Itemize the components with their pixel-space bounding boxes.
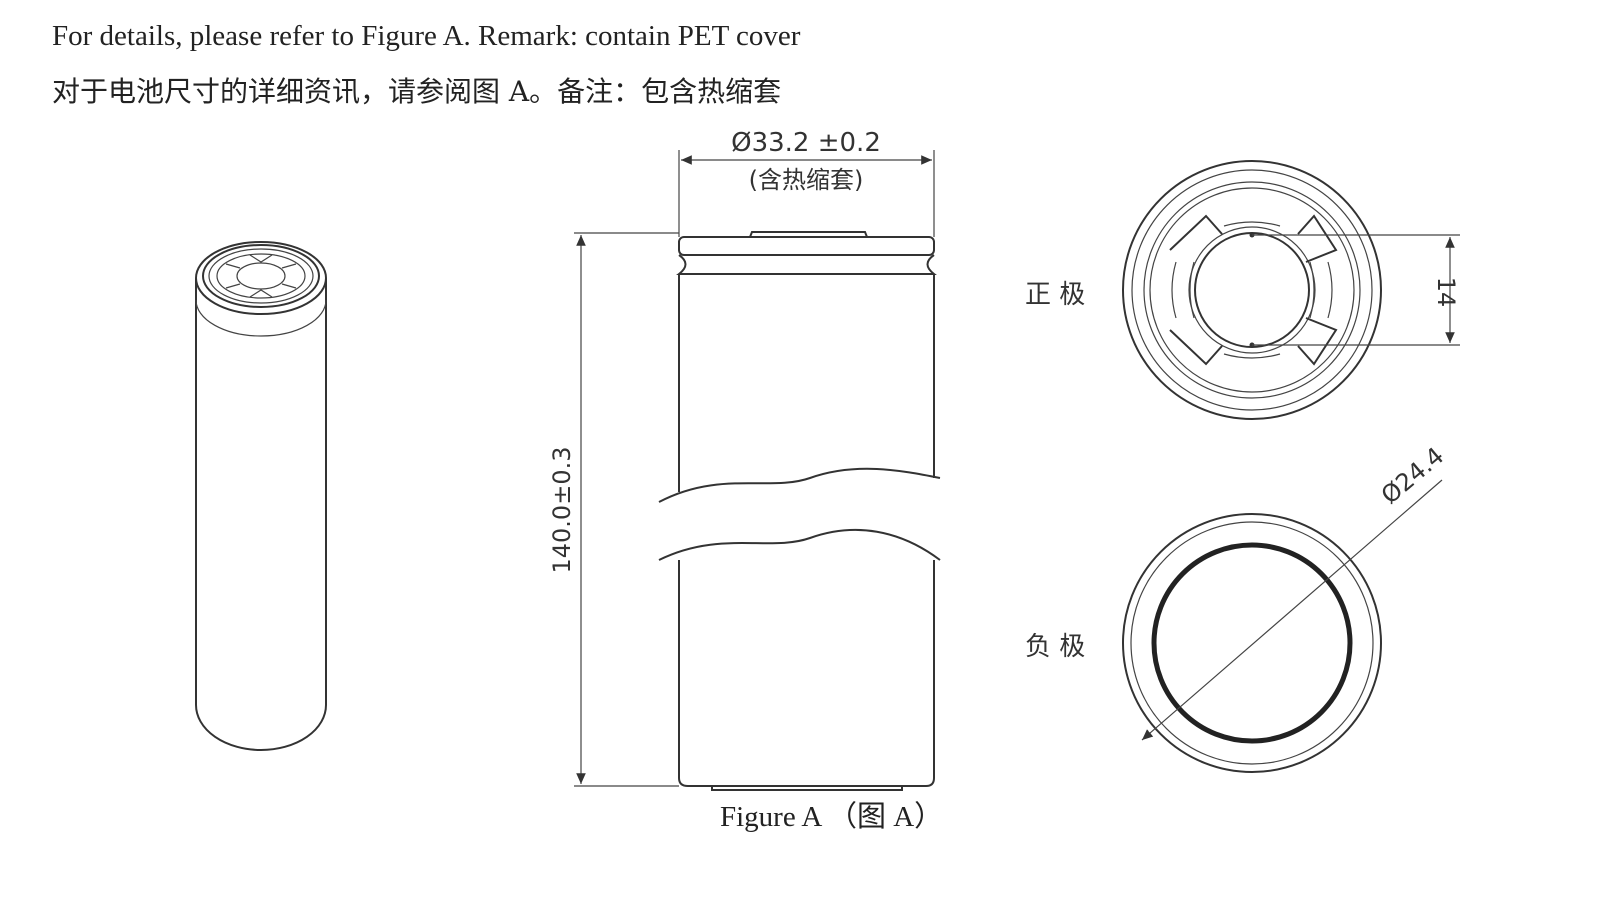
- height-dimension: 140.0±0.3: [548, 232, 679, 787]
- cell-perspective-view: [195, 241, 327, 751]
- negative-label: 负 极: [1025, 632, 1085, 662]
- figure-caption: Figure A （图 A）: [720, 801, 944, 833]
- negative-end-view: Ø24.4 负 极: [1025, 442, 1449, 773]
- positive-label: 正 极: [1025, 280, 1085, 310]
- note-english: For details, please refer to Figure A. R…: [52, 20, 801, 52]
- diameter-note: (含热缩套): [749, 166, 864, 194]
- height-label: 140.0±0.3: [548, 447, 576, 574]
- diameter-dimension: Ø33.2 ±0.2 (含热缩套): [678, 128, 935, 237]
- negative-diameter-label: Ø24.4: [1376, 442, 1449, 510]
- cell-side-view: [658, 231, 941, 791]
- note-chinese: 对于电池尺寸的详细资讯，请参阅图 A。备注：包含热缩套: [52, 75, 782, 108]
- positive-end-view: 14 正 极: [1025, 160, 1460, 420]
- terminal-gap-label: 14: [1432, 277, 1460, 308]
- diameter-label: Ø33.2 ±0.2: [731, 128, 881, 158]
